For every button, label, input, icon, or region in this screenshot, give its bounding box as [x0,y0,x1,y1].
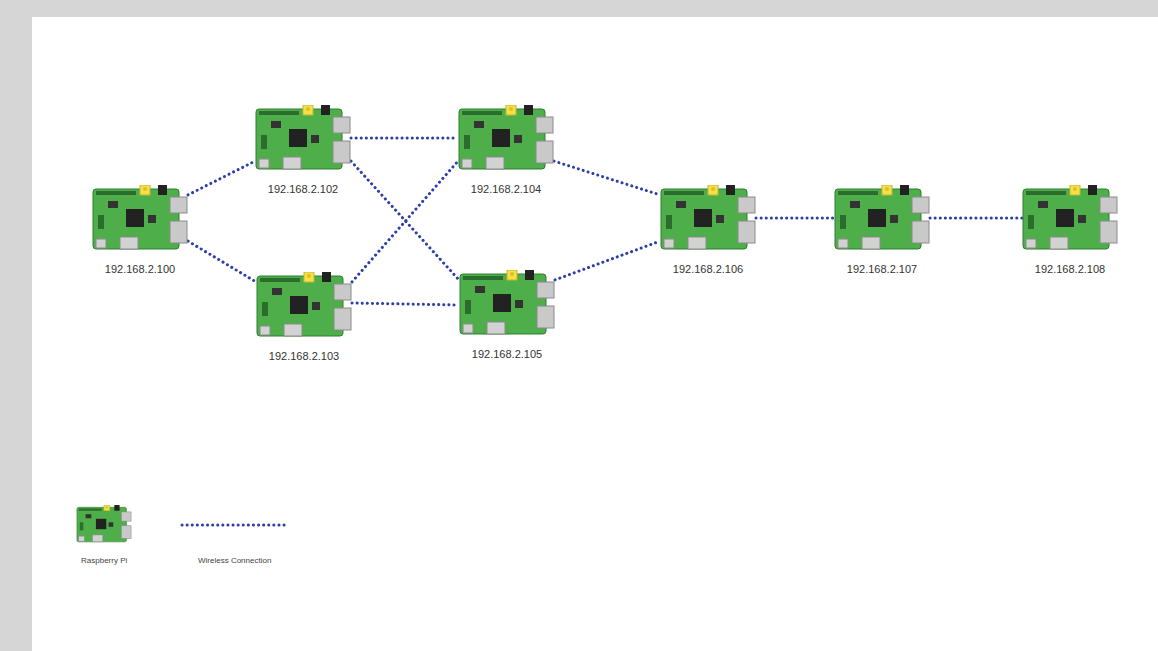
legend-icon [77,505,131,542]
ip-address-label: 192.168.2.106 [673,263,743,276]
raspberry-pi-node: 192.168.2.106 [656,185,760,276]
raspberry-pi-node: 192.168.2.100 [88,185,192,276]
wireless-connection [352,303,459,305]
ip-address-label: 192.168.2.108 [1035,263,1105,276]
ip-address-label: 192.168.2.102 [268,183,338,196]
wireless-connection [756,218,834,219]
ip-address-label: 192.168.2.103 [269,350,339,363]
ip-address-label: 192.168.2.100 [105,263,175,276]
raspberry-pi-node: 192.168.2.103 [252,272,356,363]
raspberry-pi-icon [459,270,555,336]
legend-text: Raspberry Pi [81,556,127,565]
raspberry-pi-icon [92,185,188,251]
raspberry-pi-icon [660,185,756,251]
ip-address-label: 192.168.2.105 [472,348,542,361]
wireless-connection [930,218,1022,219]
wireless-connection [351,138,458,139]
raspberry-pi-icon [255,105,351,171]
raspberry-pi-icon [256,272,352,338]
wireless-connection [188,241,256,282]
legend-text: Wireless Connection [198,556,271,565]
wireless-connection [352,161,458,282]
raspberry-pi-node: 192.168.2.104 [454,105,558,196]
wireless-connection [555,241,660,280]
ip-address-label: 192.168.2.104 [471,183,541,196]
page-panel [32,17,1158,651]
raspberry-pi-node: 192.168.2.108 [1018,185,1122,276]
raspberry-pi-icon [1022,185,1118,251]
wireless-connection [188,161,255,195]
raspberry-pi-node: 192.168.2.102 [251,105,355,196]
raspberry-pi-node: 192.168.2.107 [830,185,934,276]
legend-line-sample [182,524,288,527]
raspberry-pi-icon [458,105,554,171]
raspberry-pi-icon [834,185,930,251]
wireless-connection [554,161,660,195]
raspberry-pi-node: 192.168.2.105 [455,270,559,361]
ip-address-label: 192.168.2.107 [847,263,917,276]
